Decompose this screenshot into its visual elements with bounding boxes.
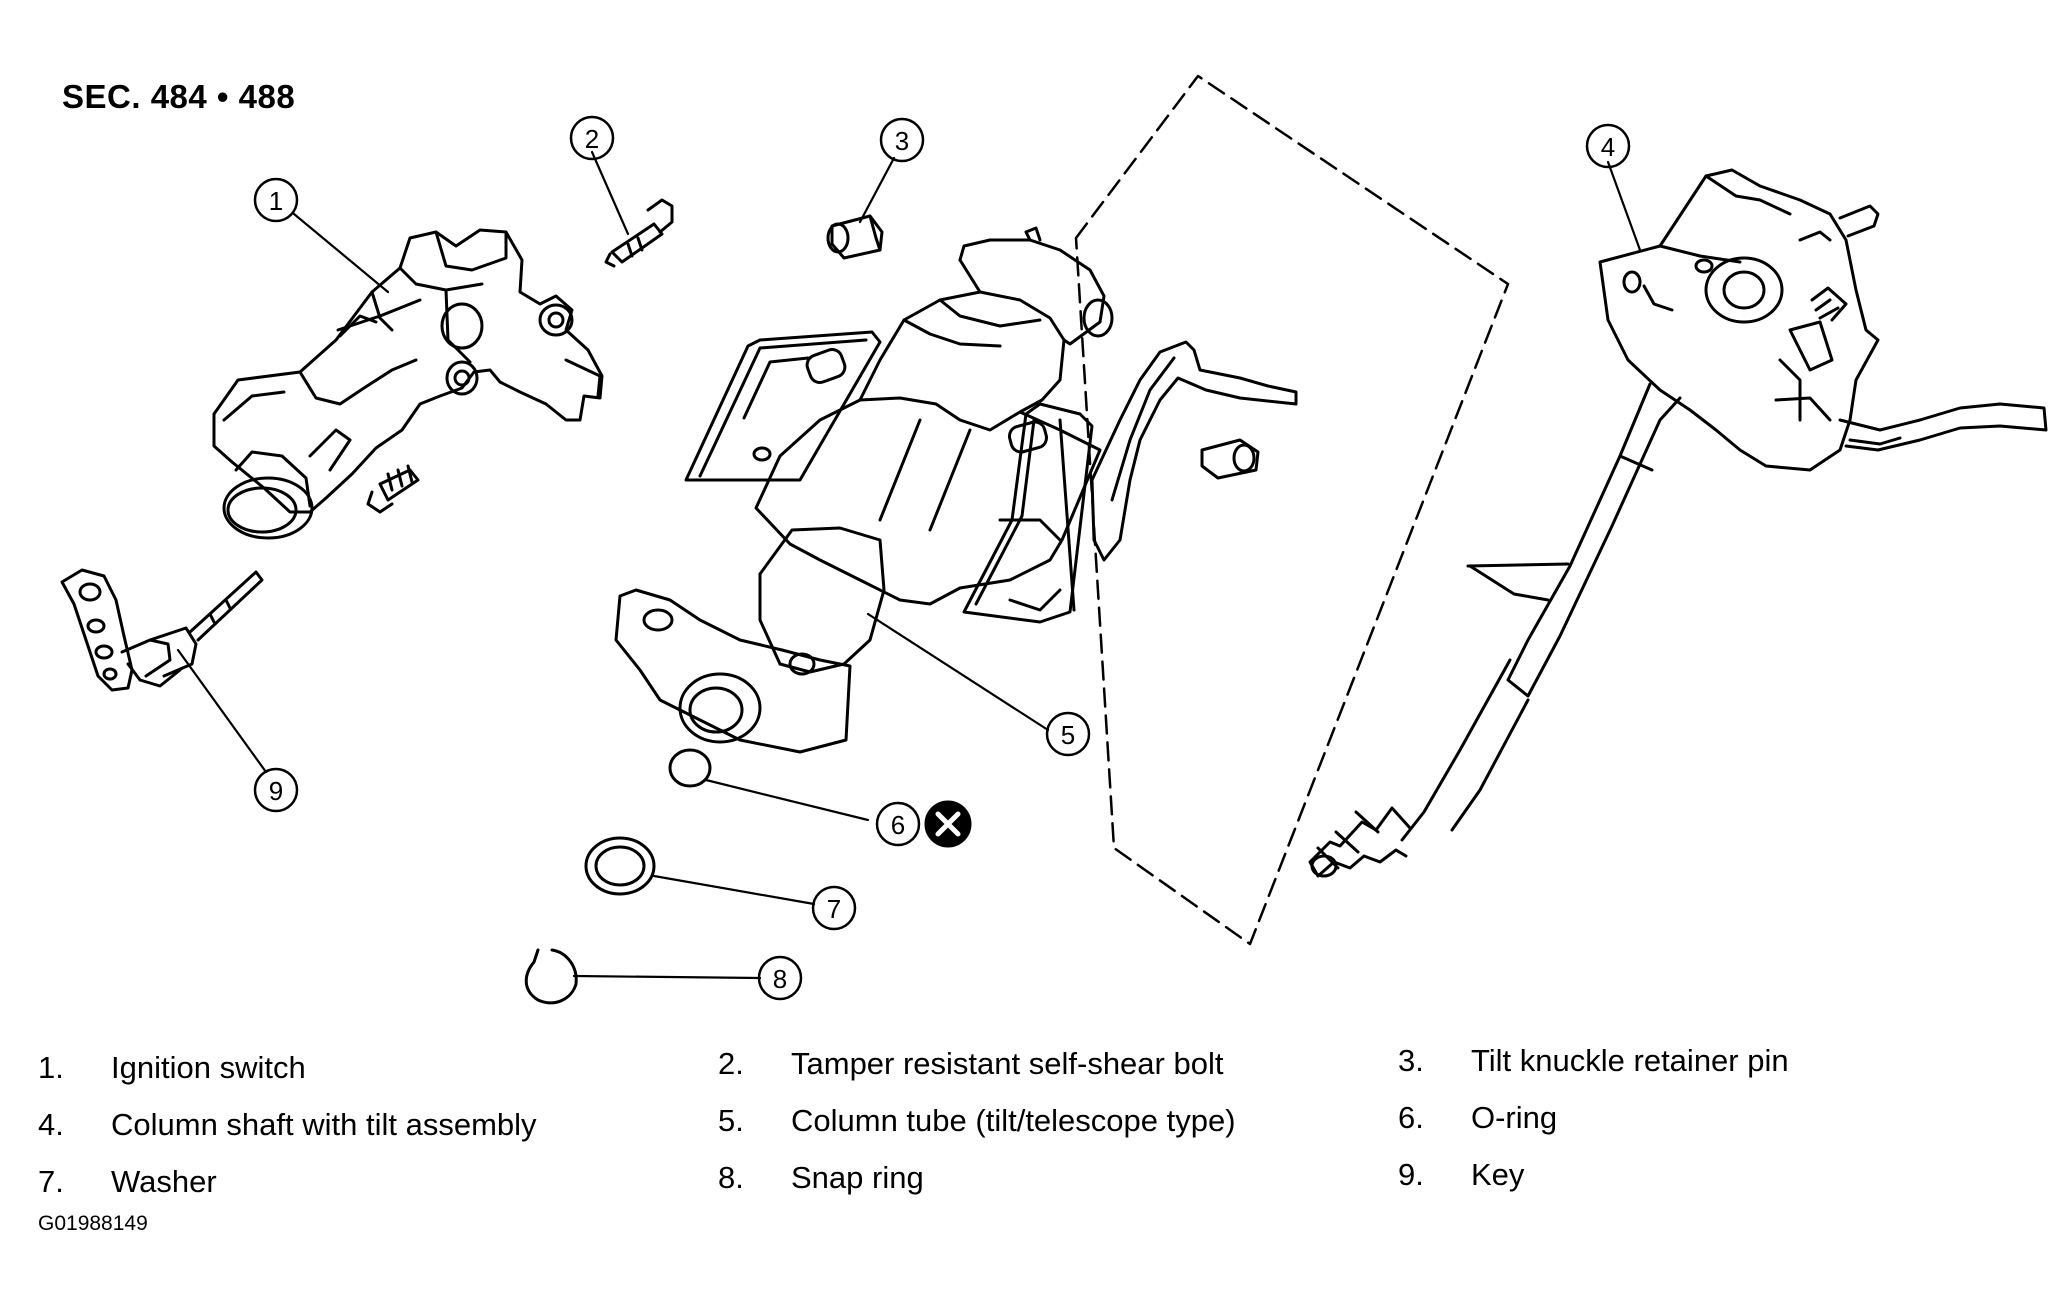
callout-label-3: 3 bbox=[895, 126, 909, 156]
legend-number: 3. bbox=[1398, 1043, 1424, 1078]
o-ring-drawing bbox=[668, 748, 712, 788]
legend-number: 6. bbox=[1398, 1100, 1424, 1135]
small-pin-drawing bbox=[1200, 438, 1260, 480]
ignition-switch-drawing bbox=[212, 228, 604, 540]
legend-label: Column shaft with tilt assembly bbox=[111, 1107, 537, 1142]
section-title: SEC. 484 • 488 bbox=[62, 78, 296, 115]
column-tube-drawing bbox=[614, 226, 1298, 754]
callout-circle-1 bbox=[253, 177, 299, 223]
legend-label: Key bbox=[1471, 1157, 1525, 1192]
key-drawing bbox=[60, 568, 264, 692]
callout-label-2: 2 bbox=[585, 124, 599, 154]
callout-label-6: 6 bbox=[891, 810, 905, 840]
assembly-dashed-box bbox=[1074, 74, 1510, 946]
callout-label-5: 5 bbox=[1061, 720, 1075, 750]
legend-label: Column tube (tilt/telescope type) bbox=[791, 1103, 1236, 1138]
self-shear-bolt-drawing bbox=[604, 198, 674, 268]
callout-circle-3 bbox=[879, 117, 925, 163]
column-shaft-drawing bbox=[1308, 168, 2048, 878]
legend-label: Tamper resistant self-shear bolt bbox=[791, 1046, 1224, 1081]
figure-code: G01988149 bbox=[38, 1212, 148, 1235]
legend-number: 1. bbox=[38, 1050, 64, 1085]
legend-label: Ignition switch bbox=[111, 1050, 306, 1085]
snap-ring-drawing bbox=[524, 948, 578, 1005]
legend-number: 2. bbox=[718, 1046, 744, 1081]
leader-lines bbox=[176, 150, 1642, 980]
callout-circle-6 bbox=[875, 801, 921, 847]
do-not-reuse-x-icon bbox=[924, 800, 972, 848]
legend-number: 7. bbox=[38, 1164, 64, 1199]
callout-label-7: 7 bbox=[827, 894, 841, 924]
callout-circle-5 bbox=[1045, 711, 1091, 757]
legend-label: O-ring bbox=[1471, 1100, 1558, 1135]
callout-circle-8 bbox=[757, 955, 803, 1001]
callout-circle-9 bbox=[253, 767, 299, 813]
legend-number: 9. bbox=[1398, 1157, 1424, 1192]
callout-circle-4 bbox=[1585, 123, 1631, 169]
retainer-pin-drawing bbox=[826, 214, 884, 260]
callout-label-1: 1 bbox=[269, 186, 283, 216]
legend-number: 8. bbox=[718, 1160, 744, 1195]
callout-numbers: 1 2 3 4 5 6 7 8 9 bbox=[269, 124, 1615, 994]
legend-label: Tilt knuckle retainer pin bbox=[1471, 1043, 1789, 1078]
callout-label-9: 9 bbox=[269, 776, 283, 806]
legend-number: 4. bbox=[38, 1107, 64, 1142]
legend-label: Washer bbox=[111, 1164, 217, 1199]
callout-markers bbox=[253, 115, 1631, 1001]
washer-drawing bbox=[584, 836, 656, 896]
legend-label: Snap ring bbox=[791, 1160, 924, 1195]
callout-circle-2 bbox=[569, 115, 615, 161]
callout-circle-7 bbox=[811, 885, 857, 931]
callout-label-4: 4 bbox=[1601, 132, 1615, 162]
callout-label-8: 8 bbox=[773, 964, 787, 994]
legend-number: 5. bbox=[718, 1103, 744, 1138]
